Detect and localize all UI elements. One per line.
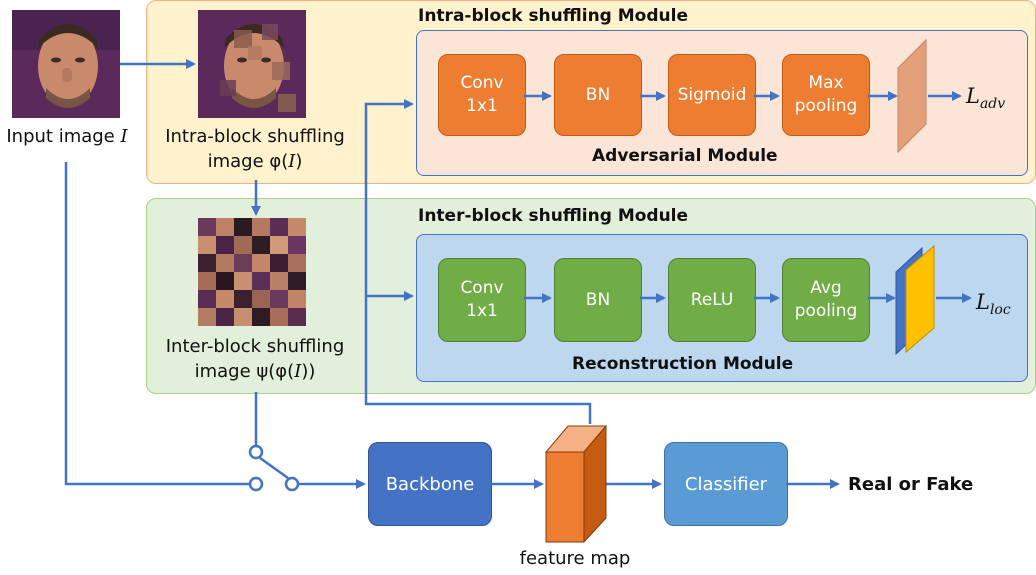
classifier-block: Classifier bbox=[664, 442, 788, 526]
intra-image-label-line1: Intra-block shuffling bbox=[165, 126, 345, 147]
feature-map-cuboid bbox=[544, 424, 608, 544]
switch-lever bbox=[259, 456, 289, 480]
adversarial-conv-block: Conv 1x1 bbox=[438, 54, 526, 136]
adversarial-maxpool-block: Max pooling bbox=[782, 54, 870, 136]
input-image-label: Input image I bbox=[0, 124, 134, 149]
switch-node-top bbox=[248, 444, 264, 460]
intra-block-shuffled-photo bbox=[198, 10, 306, 118]
reconstruction-relu-block: ReLU bbox=[668, 258, 756, 342]
adversarial-bn-block: BN bbox=[554, 54, 642, 136]
switch-nodes bbox=[248, 444, 300, 492]
input-image-label-text: Input image bbox=[6, 126, 115, 147]
adversarial-sigmoid-block: Sigmoid bbox=[668, 54, 756, 136]
adversarial-module-title: Adversarial Module bbox=[592, 146, 778, 166]
backbone-block: Backbone bbox=[368, 442, 492, 526]
reconstruction-conv-block: Conv 1x1 bbox=[438, 258, 526, 342]
reconstruction-module-title: Reconstruction Module bbox=[572, 354, 794, 374]
adversarial-loss-label: Ladv bbox=[966, 84, 1006, 113]
inter-image-label-line1: Inter-block shuffling bbox=[165, 336, 345, 357]
input-image-symbol: I bbox=[120, 126, 128, 147]
switch-node-output bbox=[284, 476, 300, 492]
intra-image-label: Intra-block shuffling image φ(I) bbox=[150, 124, 360, 174]
reconstruction-output-plane-yellow bbox=[905, 244, 935, 354]
reconstruction-avgpool-block: Avg pooling bbox=[782, 258, 870, 342]
reconstruction-bn-block: BN bbox=[554, 258, 642, 342]
inter-image-label-line2: image ψ(φ(I)) bbox=[194, 361, 316, 382]
switch-node-bottom bbox=[248, 476, 264, 492]
inter-block-shuffled-photo bbox=[198, 218, 306, 326]
feature-map-label: feature map bbox=[519, 548, 631, 569]
input-to-switch-line bbox=[64, 162, 250, 486]
intra-module-title: Intra-block shuffling Module bbox=[418, 6, 688, 26]
inter-image-label: Inter-block shuffling image ψ(φ(I)) bbox=[150, 334, 360, 384]
reconstruction-loss-label: Lloc bbox=[976, 290, 1011, 319]
featuremap-feedback-line bbox=[364, 99, 592, 424]
intra-image-label-line2: image φ(I) bbox=[207, 151, 303, 172]
output-label: Real or Fake bbox=[848, 474, 974, 495]
input-image-photo bbox=[12, 10, 120, 118]
adversarial-output-plane bbox=[897, 38, 927, 154]
inter-module-title: Inter-block shuffling Module bbox=[418, 206, 689, 226]
